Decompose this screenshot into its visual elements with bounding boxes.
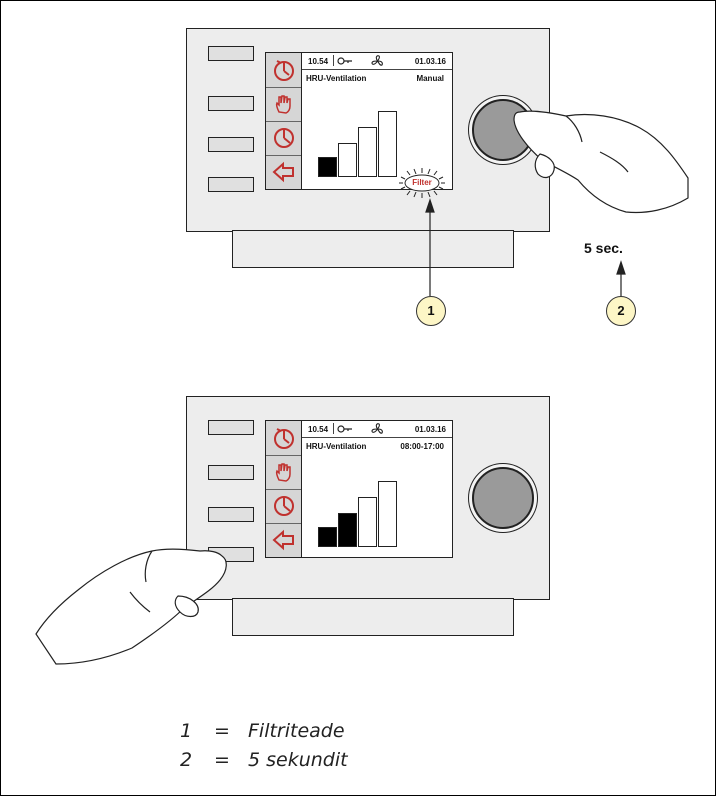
- timer-icon: [266, 53, 302, 88]
- screen-title: HRU-Ventilation: [306, 442, 367, 451]
- timer-icon: [266, 421, 302, 456]
- control-unit-bottom: 10.54 01.03.16 HRU-Ventilation 08:00-17:…: [186, 396, 550, 600]
- status-bar: 10.54 01.03.16: [302, 53, 452, 70]
- key-icon: [337, 423, 353, 437]
- hand-icon: [266, 87, 302, 122]
- clock-icon: [266, 121, 302, 156]
- legend-number: 1: [180, 720, 193, 742]
- side-button-3[interactable]: [208, 507, 254, 522]
- clock-time: 10.54: [308, 425, 329, 434]
- side-button-2[interactable]: [208, 465, 254, 480]
- mode-label: Manual: [416, 74, 444, 83]
- side-button-1[interactable]: [208, 46, 254, 61]
- mode-label: 08:00-17:00: [400, 442, 444, 451]
- clock-time: 10.54: [308, 57, 329, 66]
- fan-icon: [371, 55, 384, 69]
- callout-2: 2: [606, 296, 636, 326]
- legend-equals: =: [214, 720, 230, 742]
- control-knob[interactable]: [472, 467, 534, 529]
- side-button-3[interactable]: [208, 137, 254, 152]
- legend-text: 5 sekundit: [248, 749, 348, 771]
- fan-icon: [371, 423, 384, 437]
- hand-pressing-knob: [513, 110, 689, 214]
- callout-leader-1: [425, 198, 435, 296]
- clock-date: 01.03.16: [414, 425, 446, 434]
- fan-level-bar-2: [338, 513, 357, 547]
- side-button-2[interactable]: [208, 96, 254, 111]
- filter-alert-label: Filter: [412, 178, 432, 187]
- hand-icon: [266, 455, 302, 490]
- status-bar: 10.54 01.03.16: [302, 421, 452, 438]
- fan-level-bar-2: [338, 143, 357, 177]
- key-icon: [337, 55, 353, 69]
- fan-level-bar-3: [358, 497, 377, 547]
- callout-1: 1: [416, 296, 446, 326]
- legend-text: Filtriteade: [248, 720, 345, 742]
- side-button-1[interactable]: [208, 420, 254, 435]
- clock-date: 01.03.16: [414, 57, 446, 66]
- fan-level-bar-1: [318, 157, 337, 177]
- filter-alert: Filter: [397, 166, 447, 200]
- icon-bar: [265, 52, 303, 190]
- fan-level-bar-4: [378, 481, 397, 547]
- callout-leader-2: [616, 260, 626, 296]
- icon-bar: [265, 420, 303, 558]
- status-divider: [333, 423, 334, 434]
- clock-icon: [266, 489, 302, 524]
- hand-pressing-button: [35, 548, 227, 665]
- side-button-4[interactable]: [208, 177, 254, 192]
- mounting-base-top: [232, 230, 514, 268]
- status-divider: [333, 55, 334, 66]
- back-arrow-icon: [266, 155, 302, 189]
- screen-title: HRU-Ventilation: [306, 74, 367, 83]
- hold-time-label: 5 sec.: [584, 240, 623, 256]
- fan-level-bar-3: [358, 127, 377, 177]
- fan-level-bar-1: [318, 527, 337, 547]
- mounting-base-bottom: [232, 598, 514, 636]
- back-arrow-icon: [266, 523, 302, 557]
- display-screen: 10.54 01.03.16 HRU-Ventilation Manual: [301, 52, 453, 190]
- fan-level-bar-4: [378, 111, 397, 177]
- display-screen: 10.54 01.03.16 HRU-Ventilation 08:00-17:…: [301, 420, 453, 558]
- legend-number: 2: [180, 749, 193, 771]
- legend-equals: =: [214, 749, 230, 771]
